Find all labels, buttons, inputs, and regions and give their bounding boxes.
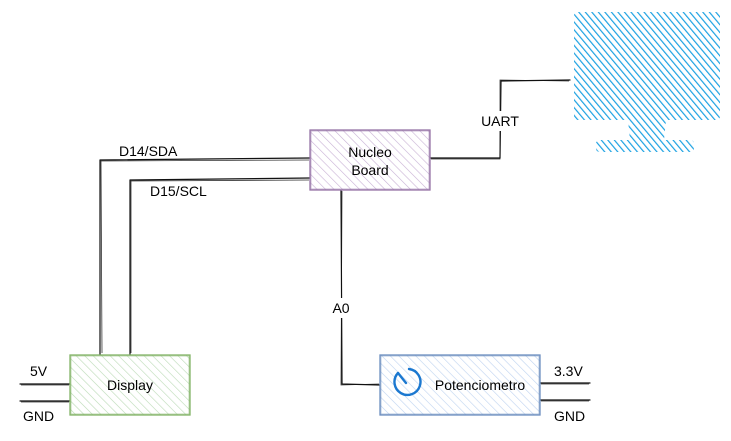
nucleo-board-block: Nucleo Board	[309, 129, 431, 191]
display-gnd-label: GND	[23, 408, 54, 424]
wire-a0	[340, 189, 381, 386]
display-block: Display	[69, 354, 191, 416]
monitor-icon	[574, 12, 720, 152]
nucleo-board-label-line1: Nucleo	[348, 144, 392, 160]
dial-icon	[393, 367, 422, 397]
potentiometer-label: Potenciometro	[435, 377, 525, 393]
potentiometer-block: Potenciometro	[379, 354, 541, 416]
display-5v-label: 5V	[30, 363, 48, 379]
a0-label: A0	[332, 300, 349, 316]
pot-gnd-label: GND	[554, 408, 585, 424]
display-label: Display	[107, 377, 153, 393]
wire-scl	[129, 177, 311, 356]
nucleo-board-label-line2: Board	[351, 162, 388, 178]
sda-label: D14/SDA	[119, 143, 178, 159]
wire-display-5v	[19, 383, 71, 386]
wire-sda	[99, 157, 311, 356]
uart-label: UART	[481, 113, 519, 129]
wire-display-gnd	[19, 400, 71, 403]
pot-3v3-label: 3.3V	[554, 363, 583, 379]
wire-pot-gnd	[539, 399, 591, 402]
scl-label: D15/SCL	[150, 183, 207, 199]
wire-pot-3v3	[539, 382, 591, 385]
